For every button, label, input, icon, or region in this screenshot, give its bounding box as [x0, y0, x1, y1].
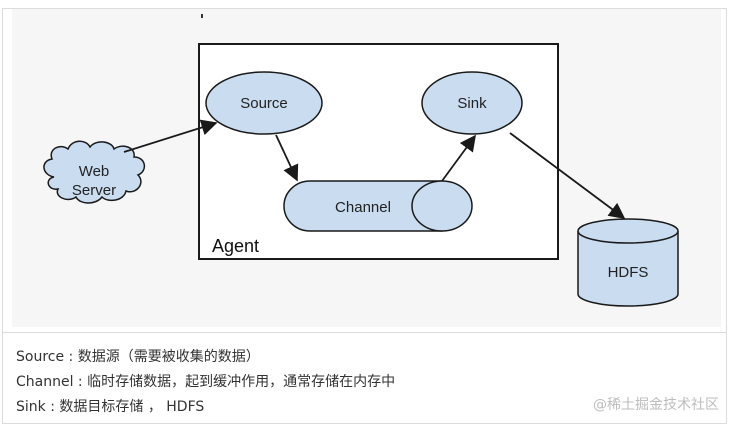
flume-architecture-diagram: Agent Web Server Source Sink Channel HDF…: [43, 14, 679, 307]
tick-mark: [201, 14, 203, 18]
arrow-source-to-channel: [275, 134, 299, 182]
caption-area: [2, 332, 727, 424]
caption-sink: Sink : 数据目标存储 ， HDFS: [16, 399, 205, 415]
channel-end-cap: [411, 180, 473, 232]
hdfs-node: [577, 231, 679, 307]
hdfs-top-cap: [577, 218, 679, 244]
web-server-cloud: [43, 140, 146, 204]
caption-source: Source : 数据源（需要被收集的数据）: [16, 349, 260, 365]
channel-label: Channel: [335, 199, 391, 216]
source-node: [205, 71, 323, 135]
web-server-label-line1: Web: [79, 163, 110, 180]
sink-node: [421, 71, 523, 135]
hdfs-label: HDFS: [608, 264, 649, 281]
arrow-channel-to-sink: [441, 134, 476, 182]
diagram-panel: Agent Web Server Source Sink Channel HDF…: [12, 9, 721, 327]
source-label: Source: [240, 95, 288, 112]
caption-channel: Channel : 临时存储数据，起到缓冲作用，通常存储在内存中: [16, 374, 396, 390]
arrow-web-to-source: [123, 119, 218, 153]
sink-label: Sink: [457, 95, 487, 112]
watermark: @稀土掘金技术社区: [593, 397, 719, 413]
arrow-sink-to-hdfs: [509, 132, 626, 219]
web-server-label-line2: Server: [72, 182, 116, 199]
agent-label: Agent: [212, 236, 259, 256]
